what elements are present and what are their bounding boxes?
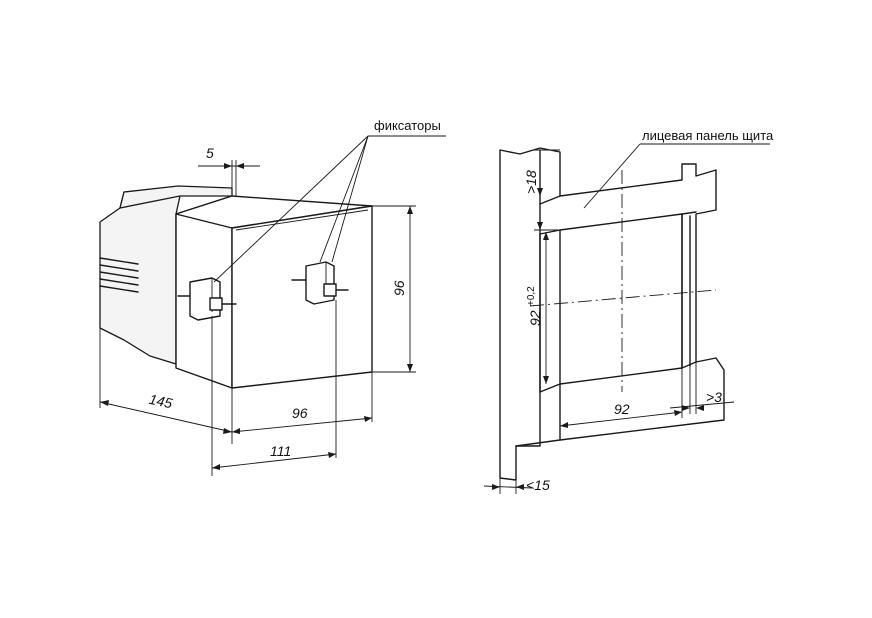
dim-cutout-height	[543, 232, 549, 384]
dim-height-96-label: 96	[391, 280, 407, 296]
dim-depth-145	[99, 400, 233, 434]
dim-spacing-18-label: >18	[523, 170, 539, 194]
latches-label: фиксаторы	[374, 118, 441, 133]
rear-housing	[99, 191, 181, 365]
dim-width-96	[231, 416, 373, 434]
front-panel-label: лицевая панель щита	[642, 128, 774, 143]
ventilation-grille	[99, 257, 139, 293]
device-view: фиксаторы 5 96 145	[99, 118, 446, 476]
dim-spacing-18	[534, 149, 560, 232]
dim-panel-thickness	[483, 478, 533, 494]
dim-spacing-3-label: >3	[706, 389, 722, 405]
dim-cutout-width-label: 92	[614, 401, 630, 417]
front-latch	[291, 261, 349, 305]
dim-depth-145-label: 145	[148, 391, 174, 412]
latch-leaders	[213, 135, 446, 283]
dim-cutout-tolerance-label: +0,2	[526, 286, 537, 306]
front-panel-leader	[583, 143, 770, 209]
dim-width-111	[211, 452, 337, 470]
dim-offset-5-label: 5	[206, 145, 214, 161]
centerline-horizontal	[529, 289, 717, 307]
dim-cutout-height-label: 92	[527, 310, 543, 326]
dim-height-96	[372, 205, 416, 373]
dim-offset-5	[198, 160, 260, 196]
dim-width-111-label: 111	[270, 443, 291, 459]
side-latch	[177, 277, 237, 321]
front-bezel	[231, 205, 373, 389]
dim-panel-thickness-label: <15	[526, 477, 550, 493]
panel-cutout	[559, 213, 683, 385]
dim-width-96-label: 96	[292, 405, 308, 421]
panel-view: лицевая панель щита >18 92 +0,2 92	[483, 128, 774, 494]
dim-spacing-3	[669, 362, 735, 414]
